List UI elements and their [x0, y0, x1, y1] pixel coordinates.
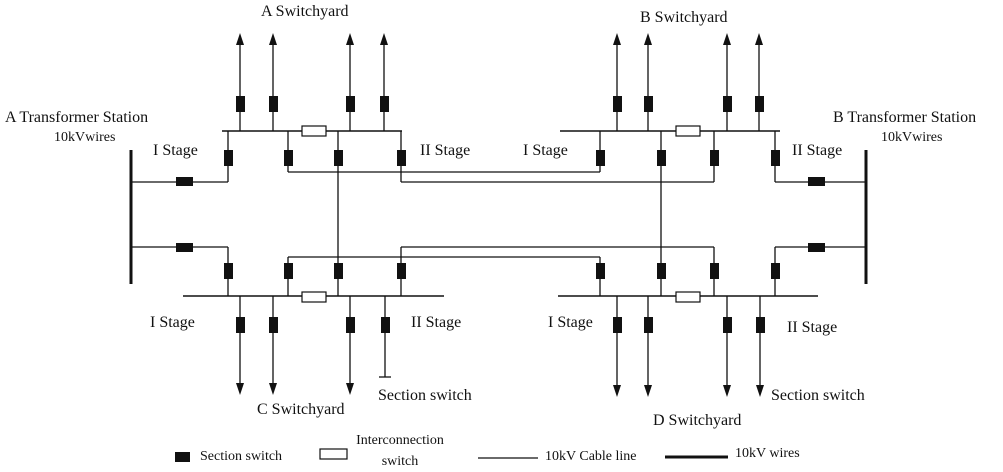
- stage-d-2: II Stage: [787, 319, 838, 336]
- section-switch-d-f2: [644, 317, 653, 333]
- section-switch-c-f1: [236, 317, 245, 333]
- section-switch-c-r1: [224, 263, 233, 279]
- section-switches: [175, 96, 825, 462]
- interconnection-switch-b: [675, 125, 701, 137]
- station-b-name: B Transformer Station: [833, 109, 977, 126]
- switchyard-a-label: A Switchyard: [261, 3, 349, 20]
- section-switch-b-d1: [596, 150, 605, 166]
- arrow-a-3: [346, 33, 354, 45]
- section-switch-a-d3: [334, 150, 343, 166]
- legend-interconnection-label-line1: Interconnection: [356, 433, 444, 448]
- arrow-a-4: [380, 33, 388, 45]
- section-switch-a-d2: [284, 150, 293, 166]
- section-switch-d-r2: [657, 263, 666, 279]
- arrow-a-1: [236, 33, 244, 45]
- section-switch-d-f1: [613, 317, 622, 333]
- section-switch-d-r4: [771, 263, 780, 279]
- arrow-d-1: [613, 385, 621, 397]
- arrow-b-3: [723, 33, 731, 45]
- arrow-b-2: [644, 33, 652, 45]
- section-switch-station-b-lower: [808, 243, 825, 252]
- section-switch-label-d: Section switch: [771, 387, 865, 404]
- switchyard-d-label: D Switchyard: [653, 412, 742, 429]
- section-switch-d-r1: [596, 263, 605, 279]
- section-switch-c-f4: [381, 317, 390, 333]
- section-switch-a-d1: [224, 150, 233, 166]
- stage-b-1: I Stage: [523, 142, 568, 159]
- section-switch-b-d4: [771, 150, 780, 166]
- switchyard-b-label: B Switchyard: [640, 9, 728, 26]
- stage-c-1: I Stage: [150, 314, 195, 331]
- section-switch-d-f3: [723, 317, 732, 333]
- wiring-group: [131, 40, 866, 459]
- section-switch-a-d4: [397, 150, 406, 166]
- section-switch-b-d3: [710, 150, 719, 166]
- legend-interconnection-symbol: [319, 448, 348, 460]
- section-switch-b-f3: [723, 96, 732, 112]
- legend-cable-line-label: 10kV Cable line: [545, 449, 637, 464]
- section-switch-a-f1: [236, 96, 245, 112]
- stage-c-2: II Stage: [411, 314, 462, 331]
- interconnection-switch-d: [675, 291, 701, 303]
- arrow-d-3: [723, 385, 731, 397]
- arrow-c-3: [346, 383, 354, 395]
- legend-wires-label: 10kV wires: [735, 446, 800, 461]
- legend-interconnection-label-line2: switch: [381, 454, 419, 469]
- stage-b-2: II Stage: [792, 142, 843, 159]
- section-switch-station-a-upper: [176, 177, 193, 186]
- section-switch-a-f4: [380, 96, 389, 112]
- section-switch-c-r2: [284, 263, 293, 279]
- station-b-wires: 10kVwires: [881, 130, 943, 145]
- interconnection-switches: [301, 125, 701, 460]
- arrow-b-4: [755, 33, 763, 45]
- legend-section-switch-label: Section switch: [200, 449, 283, 464]
- stage-a-2: II Stage: [420, 142, 471, 159]
- stage-d-1: I Stage: [548, 314, 593, 331]
- section-switch-station-b-upper: [808, 177, 825, 186]
- arrow-c-2: [269, 383, 277, 395]
- section-switch-b-f2: [644, 96, 653, 112]
- stage-a-1: I Stage: [153, 142, 198, 159]
- station-a-name: A Transformer Station: [5, 109, 149, 126]
- section-switch-b-f4: [755, 96, 764, 112]
- section-switch-c-f2: [269, 317, 278, 333]
- arrow-a-2: [269, 33, 277, 45]
- section-switch-c-f3: [346, 317, 355, 333]
- section-switch-c-r3: [334, 263, 343, 279]
- section-switch-d-r3: [710, 263, 719, 279]
- section-switch-a-f3: [346, 96, 355, 112]
- legend-section-switch-symbol: [175, 452, 190, 462]
- switchyard-c-label: C Switchyard: [257, 401, 345, 418]
- section-switch-label-c: Section switch: [378, 387, 472, 404]
- section-switch-a-f2: [269, 96, 278, 112]
- interconnection-switch-a: [301, 125, 327, 137]
- arrow-d-4: [756, 385, 764, 397]
- arrow-d-2: [644, 385, 652, 397]
- arrow-b-1: [613, 33, 621, 45]
- station-a-wires: 10kVwires: [54, 130, 116, 145]
- section-switch-station-a-lower: [176, 243, 193, 252]
- section-switch-b-f1: [613, 96, 622, 112]
- section-switch-b-d2: [657, 150, 666, 166]
- section-switch-c-r4: [397, 263, 406, 279]
- section-switch-d-f4: [756, 317, 765, 333]
- arrow-c-1: [236, 383, 244, 395]
- interconnection-switch-c: [301, 291, 327, 303]
- arrowheads: [236, 33, 764, 397]
